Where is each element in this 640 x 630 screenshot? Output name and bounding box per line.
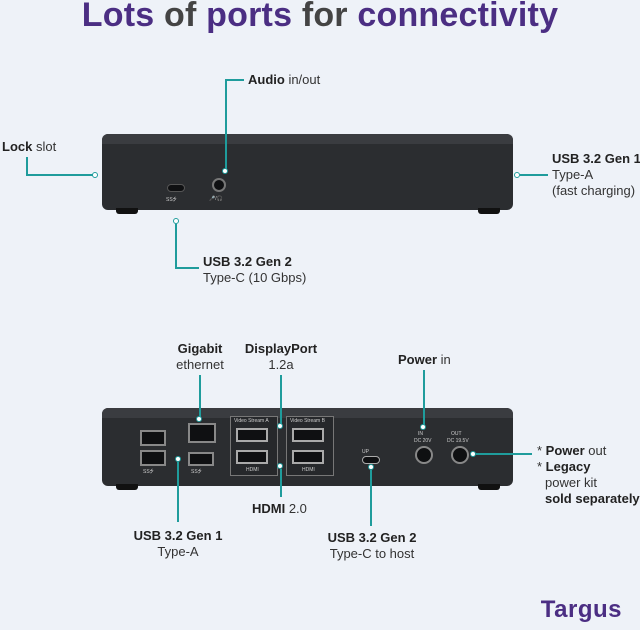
video-stream-b-mark: Video Stream B <box>290 418 325 424</box>
displayport-b-port <box>292 428 324 442</box>
usb-a-right-pointer-dot <box>514 172 520 178</box>
usb-c-front-mark: SS⭍ <box>166 197 177 203</box>
dock-rear-top-edge <box>102 408 513 418</box>
video-stream-a-mark: Video Stream A <box>234 418 269 424</box>
usb-c-host-port <box>362 456 380 464</box>
page-title: Lots of ports for connectivity <box>0 0 640 35</box>
dock-front-top-edge <box>102 134 513 144</box>
usb-a-rear-mark: SS⭍ <box>143 469 154 475</box>
audio-jack-mark: 🎤/🎧 <box>209 196 223 202</box>
usb-c-host-connector-line <box>370 470 372 526</box>
power-in-port <box>415 446 433 464</box>
lock-connector-line-h <box>26 174 94 176</box>
power-out-pointer-dot <box>470 451 476 457</box>
lock-pointer-dot <box>92 172 98 178</box>
usb-a-port-rear-bottom <box>140 450 166 466</box>
title-word-ports: ports <box>206 0 293 34</box>
hdmi-connector-line <box>280 469 282 497</box>
dock-front-foot-right <box>478 208 500 214</box>
title-word-connectivity: connectivity <box>357 0 559 34</box>
audio-jack-port <box>212 178 226 192</box>
video-stream-b-block <box>286 416 334 476</box>
power-out-connector-line <box>476 453 532 455</box>
hdmi-a-port <box>236 450 268 464</box>
usb-a-port-rear-right <box>188 452 214 466</box>
hdmi-label: HDMI 2.0 <box>252 501 307 516</box>
targus-logo: Targus <box>540 596 622 623</box>
usb-a-right-connector-line <box>520 174 548 176</box>
displayport-connector-line <box>280 375 282 425</box>
dock-front-foot-left <box>116 208 138 214</box>
legacy-power-kit-label: * Legacy power kit sold separately <box>537 459 640 506</box>
power-in-pointer-dot <box>420 424 426 430</box>
usb-c-host-pointer-dot <box>368 464 374 470</box>
power-out-mark: OUT <box>451 431 462 437</box>
usb-a-rear-pointer-dot <box>175 456 181 462</box>
usb-c-10gbps-label: USB 3.2 Gen 2 Type-C (10 Gbps) <box>203 254 307 285</box>
usb-a-rear-connector-line <box>177 462 179 522</box>
power-in-mark: IN <box>418 431 423 437</box>
ethernet-port <box>188 423 216 443</box>
usb-c-front-pointer-dot <box>173 218 179 224</box>
power-in-label: Power in <box>398 352 451 367</box>
usb-c-host-mark: UP <box>362 449 369 455</box>
audio-label: Audio in/out <box>248 72 321 87</box>
audio-pointer-dot <box>222 168 228 174</box>
power-out-label: * Power out <box>537 443 607 458</box>
hdmi-a-mark: HDMI <box>246 467 259 473</box>
title-word-of: of <box>154 0 207 34</box>
usb-a-fast-charging-label: USB 3.2 Gen 1 Type-A (fast charging) <box>552 151 640 198</box>
dock-rear-foot-left <box>116 484 138 490</box>
video-stream-a-block <box>230 416 278 476</box>
audio-connector-line-v <box>225 79 227 171</box>
usb-a-port-rear-top <box>140 430 166 446</box>
ethernet-pointer-dot <box>196 416 202 422</box>
usb-c-host-label: USB 3.2 Gen 2 Type-C to host <box>327 530 417 561</box>
hdmi-pointer-dot <box>277 463 283 469</box>
hdmi-b-port <box>292 450 324 464</box>
usb-c-port-front <box>167 184 185 192</box>
dock-rear-foot-right <box>478 484 500 490</box>
audio-connector-line <box>226 79 244 81</box>
power-out-voltage-mark: DC 19.5V <box>447 438 469 444</box>
gigabit-ethernet-label: Gigabit ethernet <box>176 341 224 372</box>
lock-slot-label: Lock slot <box>2 139 57 154</box>
displayport-label: DisplayPort 1.2a <box>244 341 318 372</box>
lock-connector-line-v <box>26 157 28 175</box>
usb-a-rear-right-mark: SS⭍ <box>191 469 202 475</box>
usb-c-front-connector-line-h <box>175 267 199 269</box>
ethernet-connector-line <box>199 375 201 419</box>
usb-a-rear-label: USB 3.2 Gen 1 Type-A <box>133 528 223 559</box>
displayport-a-port <box>236 428 268 442</box>
dock-front-view <box>102 134 513 210</box>
displayport-pointer-dot <box>277 423 283 429</box>
title-word-for: for <box>292 0 358 34</box>
power-in-voltage-mark: DC 20V <box>414 438 432 444</box>
hdmi-b-mark: HDMI <box>302 467 315 473</box>
title-word-lots: Lots <box>81 0 155 34</box>
power-in-connector-line <box>423 370 425 426</box>
power-out-port <box>451 446 469 464</box>
usb-c-front-connector-line-v <box>175 224 177 269</box>
